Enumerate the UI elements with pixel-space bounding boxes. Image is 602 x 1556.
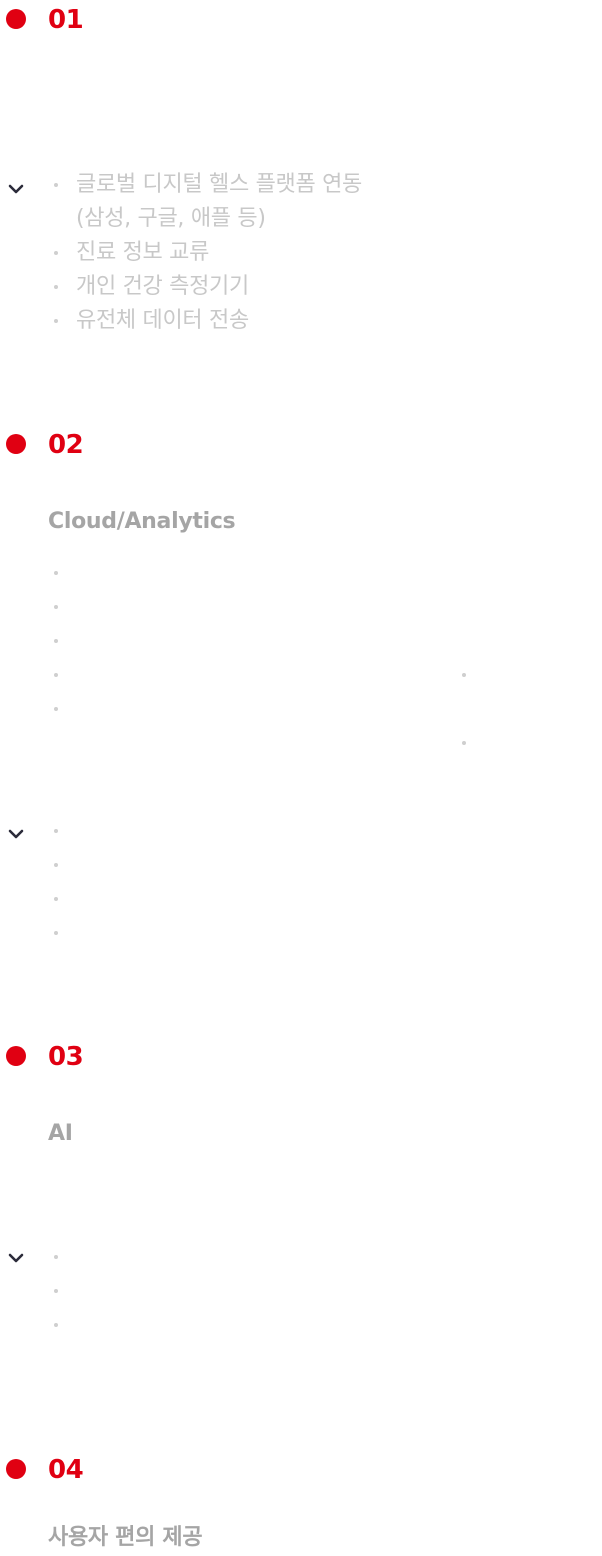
list-item <box>48 1308 76 1342</box>
chevron-down-icon[interactable] <box>8 1252 24 1264</box>
list-item: 개인 건강 측정기기 <box>48 270 362 304</box>
section-number: 02 <box>48 430 84 460</box>
list-item: 글로벌 디지털 헬스 플랫폼 연동 <box>48 168 362 202</box>
list-item <box>48 814 76 848</box>
list-item <box>48 882 76 916</box>
section-title: 사용자 편의 제공 <box>48 1525 203 1550</box>
list-item-continuation: (삼성, 구글, 애플 등) <box>76 206 266 231</box>
feature-list-right <box>456 658 484 760</box>
red-dot-icon <box>6 434 26 454</box>
list-item <box>48 658 76 692</box>
section-number: 01 <box>48 5 84 35</box>
expanded-list <box>48 814 76 950</box>
red-dot-icon <box>6 9 26 29</box>
feature-list: 글로벌 디지털 헬스 플랫폼 연동 (삼성, 구글, 애플 등) 진료 정보 교… <box>48 168 362 338</box>
section-title: Cloud/Analytics <box>48 509 236 534</box>
list-item <box>456 658 484 692</box>
section-number: 04 <box>48 1455 84 1485</box>
expanded-list <box>48 1240 76 1342</box>
chevron-down-icon[interactable] <box>8 183 24 195</box>
section-title: AI <box>48 1121 73 1146</box>
list-item: 유전체 데이터 전송 <box>48 304 362 338</box>
list-item <box>48 590 76 624</box>
list-item <box>48 848 76 882</box>
list-item <box>48 556 76 590</box>
red-dot-icon <box>6 1046 26 1066</box>
feature-list <box>48 556 76 726</box>
list-item <box>48 1274 76 1308</box>
chevron-down-icon[interactable] <box>8 828 24 840</box>
list-item <box>48 624 76 658</box>
list-item <box>48 692 76 726</box>
red-dot-icon <box>6 1459 26 1479</box>
section-number: 03 <box>48 1042 84 1072</box>
list-item <box>48 1240 76 1274</box>
list-item <box>456 726 484 760</box>
list-item <box>48 916 76 950</box>
list-item: 진료 정보 교류 <box>48 236 362 270</box>
